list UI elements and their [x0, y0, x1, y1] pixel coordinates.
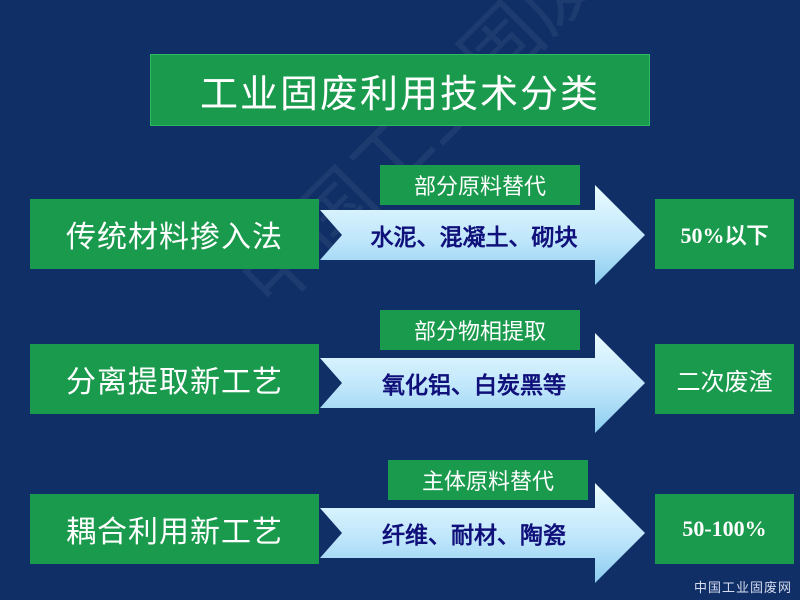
row2-method: 分离提取新工艺 — [30, 344, 319, 414]
row3-result: 50-100% — [655, 494, 794, 564]
row2-arrow-shape — [320, 333, 645, 433]
page-title: 工业固废利用技术分类 — [150, 54, 650, 126]
row1-label: 部分原料替代 — [380, 165, 580, 205]
row2-label: 部分物相提取 — [380, 310, 580, 350]
row1-method: 传统材料掺入法 — [30, 199, 319, 269]
row3-label: 主体原料替代 — [388, 460, 588, 500]
row3-products: 纤维、耐材、陶瓷 — [382, 523, 566, 549]
row1-arrow-shape — [320, 185, 645, 285]
row1-arrow: 水泥、混凝土、砌块 — [320, 185, 645, 285]
row3-arrow: 纤维、耐材、陶瓷 — [320, 483, 645, 583]
row3-method: 耦合利用新工艺 — [30, 494, 319, 564]
row1-products: 水泥、混凝土、砌块 — [370, 225, 578, 251]
row3-arrow-shape — [320, 483, 645, 583]
row1-result: 50%以下 — [655, 199, 794, 269]
footer-source: 中国工业固废网 — [693, 581, 792, 596]
row2-arrow: 氧化铝、白炭黑等 — [320, 333, 645, 433]
row2-result: 二次废渣 — [655, 344, 794, 414]
row2-products: 氧化铝、白炭黑等 — [382, 373, 566, 399]
